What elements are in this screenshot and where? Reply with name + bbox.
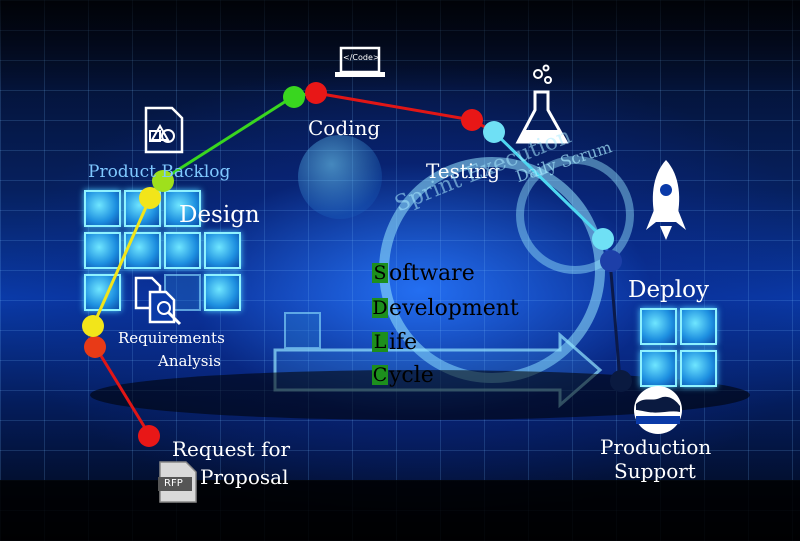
proposal-label: Proposal <box>200 465 289 489</box>
requirements-label: Requirements <box>118 329 225 347</box>
globe-icon <box>634 386 682 434</box>
dot-design <box>139 187 161 209</box>
support-label: Support <box>614 459 696 483</box>
flask-icon <box>515 64 569 144</box>
sdlc-word-development: evelopment <box>389 296 519 321</box>
production-label: Production <box>600 435 712 459</box>
flow-line-request <box>93 345 152 437</box>
coding-label: Coding <box>308 116 381 140</box>
sdlc-word-life: ife <box>389 330 418 355</box>
backlog-label: Product Backlog <box>88 162 231 182</box>
flow-line-testing <box>315 91 473 122</box>
dot-testing-red <box>461 109 483 131</box>
dot-requirements <box>82 315 104 337</box>
sdlc-word-software: oftware <box>389 261 475 286</box>
dot-testing-cyan <box>483 121 505 143</box>
glow-orb <box>298 135 382 219</box>
bottom-shade <box>0 480 800 541</box>
design-label: Design <box>179 202 260 228</box>
documents-search-icon <box>134 276 182 326</box>
flow-line-design <box>91 197 152 327</box>
dot-request <box>138 425 160 447</box>
testing-label: Testing <box>426 159 501 183</box>
request-label: Request for <box>172 437 291 461</box>
top-shade <box>0 0 800 95</box>
flow-line-scrum <box>492 130 605 240</box>
sdlc-letter-c: C <box>372 364 388 386</box>
deploy-label: Deploy <box>628 277 709 303</box>
sdlc-letter-s: S <box>372 262 388 284</box>
dot-production <box>610 370 632 392</box>
dot-requirements-red <box>84 336 106 358</box>
sdlc-word-cycle: ycle <box>389 363 434 388</box>
sdlc-letter-l: L <box>372 331 388 353</box>
rfp-label: RFP <box>164 478 183 489</box>
document-shapes-icon <box>144 106 184 154</box>
flow-line-prod <box>608 259 622 381</box>
dot-backlog <box>152 170 174 192</box>
flow-line-coding <box>161 94 295 182</box>
dot-coding-red <box>305 82 327 104</box>
rocket-icon <box>646 160 686 240</box>
dot-scrum <box>592 228 614 250</box>
sdlc-letter-d: D <box>372 297 388 319</box>
code-tag-label: </Code> <box>343 53 380 62</box>
analysis-label: Analysis <box>158 352 221 370</box>
laptop-code-icon <box>335 46 385 77</box>
rfp-document-icon <box>158 461 197 503</box>
dot-coding-green <box>283 86 305 108</box>
dot-deploy <box>600 250 622 272</box>
